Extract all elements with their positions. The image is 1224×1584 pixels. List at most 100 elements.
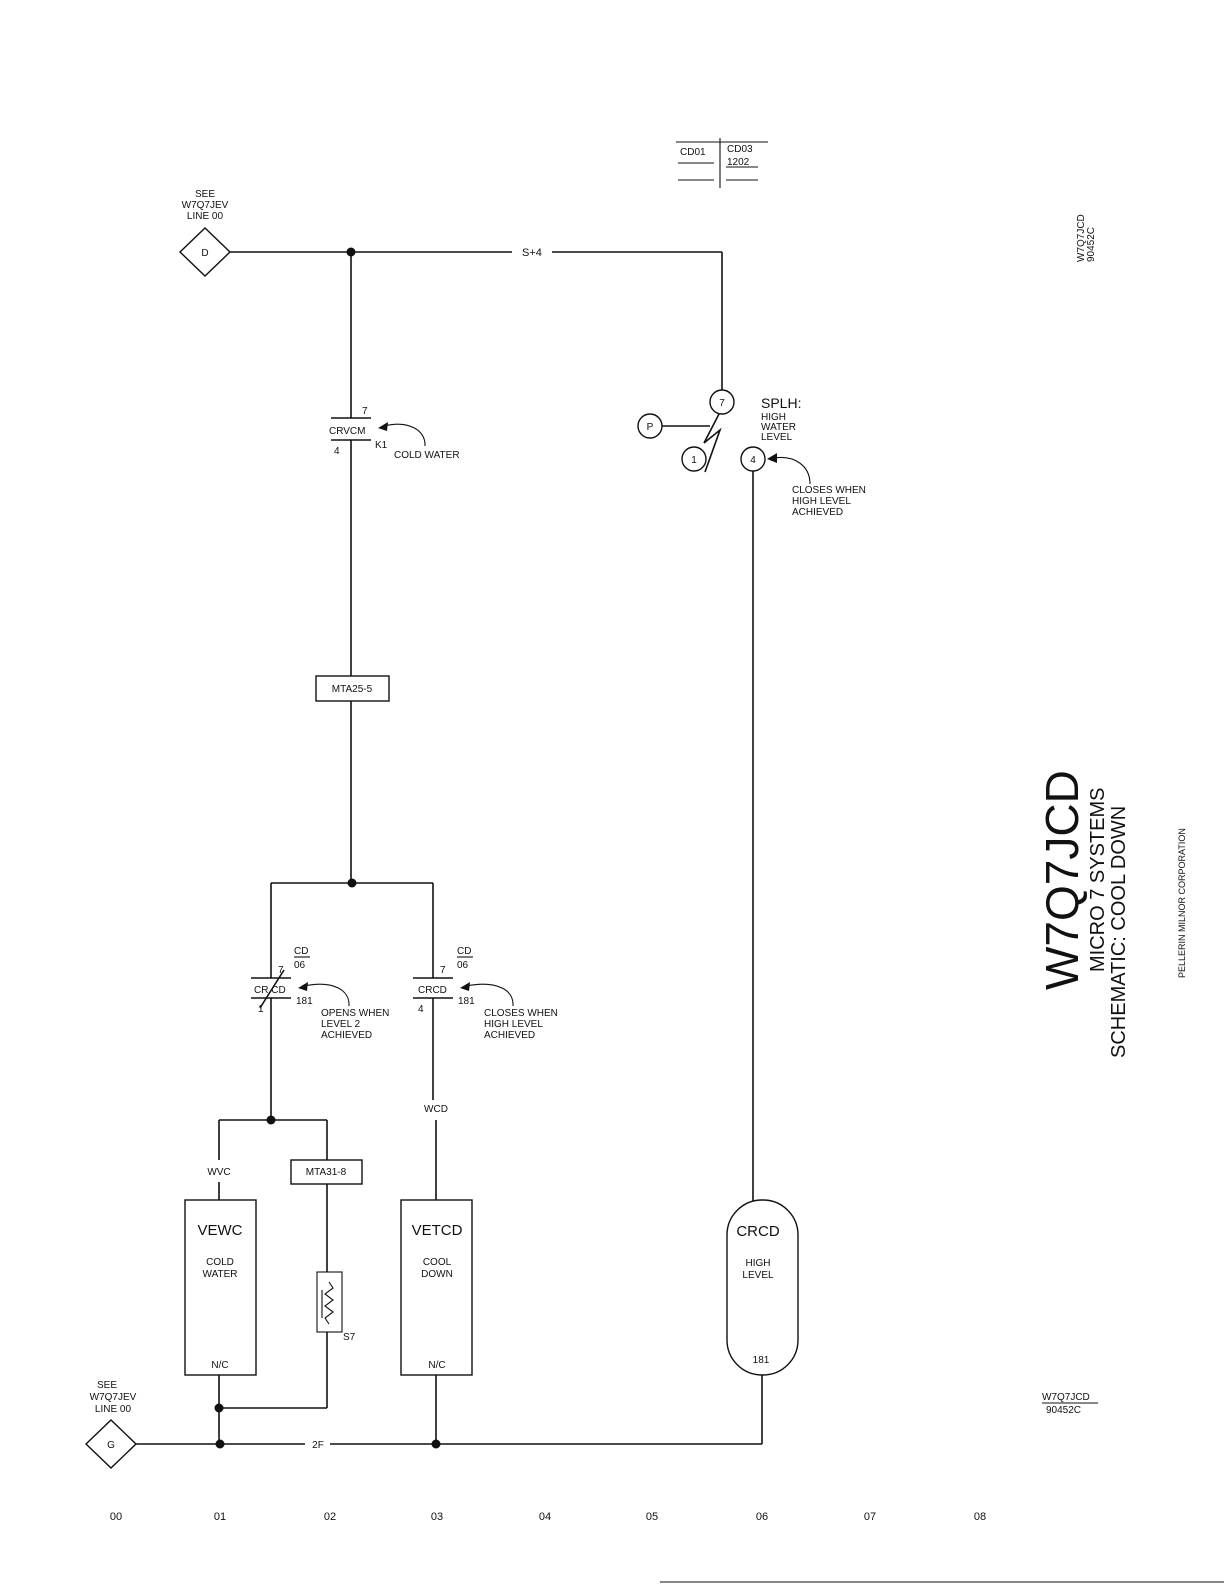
company-name: PELLERIN MILNOR CORPORATION (1177, 828, 1187, 978)
splh-note-1: CLOSES WHEN (792, 485, 866, 496)
crcd-no-tag: 181 (458, 996, 475, 1007)
vewc-name: VEWC (198, 1222, 243, 1239)
connector-g-note-3: LINE 00 (95, 1404, 132, 1415)
crvcm-pin-bottom: 4 (334, 446, 340, 457)
crcd-nc-name: CR CD (254, 985, 286, 996)
connector-g-label: G (107, 1440, 115, 1451)
doc-ref-top: W7Q7JCD 90452C (1076, 214, 1097, 262)
column-07: 07 (864, 1511, 876, 1523)
column-06: 06 (756, 1511, 768, 1523)
branch-split (270, 878, 434, 978)
vewc-line1: COLD (206, 1257, 234, 1268)
crcd-no-note-1: CLOSES WHEN (484, 1008, 558, 1019)
column-04: 04 (539, 1511, 551, 1523)
ref-table-right-top: CD03 (727, 144, 753, 155)
branch-col03: WCD (424, 998, 448, 1200)
crcd-no-note-2: HIGH LEVEL (484, 1019, 543, 1030)
crvcm-note: COLD WATER (394, 450, 460, 461)
relay-crcd-foot: 181 (753, 1355, 770, 1366)
valve-vetcd: VETCD COOL DOWN N/C (400, 1199, 473, 1376)
vetcd-name: VETCD (412, 1222, 463, 1239)
wire-bottom: 2F (136, 1439, 762, 1451)
title-line2: SCHEMATIC: COOL DOWN (1108, 806, 1130, 1058)
connector-d: SEE W7Q7JEV LINE 00 D (178, 189, 232, 277)
vetcd-line2: DOWN (421, 1269, 453, 1280)
relay-crcd-name: CRCD (736, 1223, 779, 1240)
doc-ref-top-2: 90452C (1086, 227, 1097, 262)
wire-label-wvc: WVC (207, 1167, 230, 1178)
valve-vewc: VEWC COLD WATER N/C (184, 1199, 257, 1376)
connector-g: SEE W7Q7JEV LINE 00 G (84, 1380, 138, 1469)
doc-ref-top-1: W7Q7JCD (1076, 214, 1087, 262)
crvcm-tag: K1 (375, 440, 388, 451)
crvcm-pin-top: 7 (362, 406, 368, 417)
crcd-no-name: CRCD (418, 985, 447, 996)
column-03: 03 (431, 1511, 443, 1523)
vetcd-foot: N/C (428, 1360, 445, 1371)
ref-table-left: CD01 (680, 147, 706, 158)
crcd-nc-ref-top: CD (294, 946, 308, 957)
connector-d-note-1: SEE (195, 189, 215, 200)
splh-p-label: P (647, 422, 654, 433)
box-mta25: MTA25-5 (315, 675, 390, 702)
crcd-nc-ref-bottom: 06 (294, 960, 306, 971)
wire-top: S+4 (230, 247, 723, 390)
connector-d-diamond (178, 227, 232, 277)
crvcm-name: CRVCM (329, 426, 365, 437)
column-numbers: 00 01 02 03 04 05 06 07 08 (110, 1511, 986, 1523)
title-main: W7Q7JCD (1036, 770, 1088, 990)
splh-desc-3: LEVEL (761, 432, 793, 443)
splh-note-2: HIGH LEVEL (792, 496, 851, 507)
column-02: 02 (324, 1511, 336, 1523)
splh-desc-1: HIGH (761, 412, 786, 423)
switch-splh: 7 P 1 4 SPLH: HIGH WATER LEVEL CLOSES WH… (637, 389, 866, 518)
doc-ref-bottom: W7Q7JCD 90452C (1042, 1392, 1098, 1416)
box-mta31: MTA31-8 (290, 1159, 363, 1185)
connector-g-note-1: SEE (97, 1380, 117, 1391)
splh-note-3: ACHIEVED (792, 507, 843, 518)
splh-desc-2: WATER (761, 422, 796, 433)
contact-crcd-no: 7 CD 06 CRCD 4 181 CLOSES WHEN HIGH LEVE… (413, 946, 558, 1041)
wire-label-s4: S+4 (522, 247, 542, 259)
column-08: 08 (974, 1511, 986, 1523)
crcd-no-note-3: ACHIEVED (484, 1030, 535, 1041)
connector-d-note-2: W7Q7JEV (182, 200, 229, 211)
vewc-line2: WATER (203, 1269, 238, 1280)
connector-g-note-2: W7Q7JEV (90, 1392, 137, 1403)
title-block: W7Q7JCD MICRO 7 SYSTEMS SCHEMATIC: COOL … (1036, 770, 1187, 1058)
vewc-foot: N/C (211, 1360, 228, 1371)
reference-table: CD01 CD03 1202 (676, 138, 768, 188)
column-01: 01 (214, 1511, 226, 1523)
vetcd-line1: COOL (423, 1257, 452, 1268)
column-00: 00 (110, 1511, 122, 1523)
crcd-no-ref-bottom: 06 (457, 960, 469, 971)
mta31-label: MTA31-8 (306, 1167, 347, 1178)
doc-ref-bottom-2: 90452C (1046, 1405, 1081, 1416)
doc-ref-bottom-1: W7Q7JCD (1042, 1392, 1090, 1403)
relay-crcd-line2: LEVEL (742, 1270, 774, 1281)
mta25-label: MTA25-5 (332, 684, 373, 695)
crcd-nc-tag: 181 (296, 996, 313, 1007)
wire-label-wcd: WCD (424, 1104, 448, 1115)
crcd-no-ref-top: CD (457, 946, 471, 957)
crcd-nc-pin-top: 7 (278, 965, 284, 976)
crcd-nc-note-2: LEVEL 2 (321, 1019, 361, 1030)
crcd-no-pin-bottom: 4 (418, 1004, 424, 1015)
resistor-label: S7 (343, 1332, 356, 1343)
splh-pin-right: 4 (750, 455, 756, 466)
relay-crcd: CRCD HIGH LEVEL 181 (726, 1199, 799, 1376)
connector-g-diamond (84, 1419, 138, 1469)
connector-d-note-3: LINE 00 (187, 211, 224, 222)
branch-col01: WVC (207, 998, 328, 1200)
splh-name: SPLH: (761, 395, 801, 411)
splh-pin-left: 1 (691, 455, 697, 466)
relay-crcd-line1: HIGH (746, 1258, 771, 1269)
connector-d-label: D (201, 248, 208, 259)
junction-s7 (214, 1403, 224, 1413)
column-05: 05 (646, 1511, 658, 1523)
contact-crvcm: 7 CRVCM 4 K1 COLD WATER (329, 406, 460, 461)
title-line1: MICRO 7 SYSTEMS (1087, 788, 1109, 972)
wire-label-2f: 2F (312, 1440, 324, 1451)
crcd-nc-note-3: ACHIEVED (321, 1030, 372, 1041)
